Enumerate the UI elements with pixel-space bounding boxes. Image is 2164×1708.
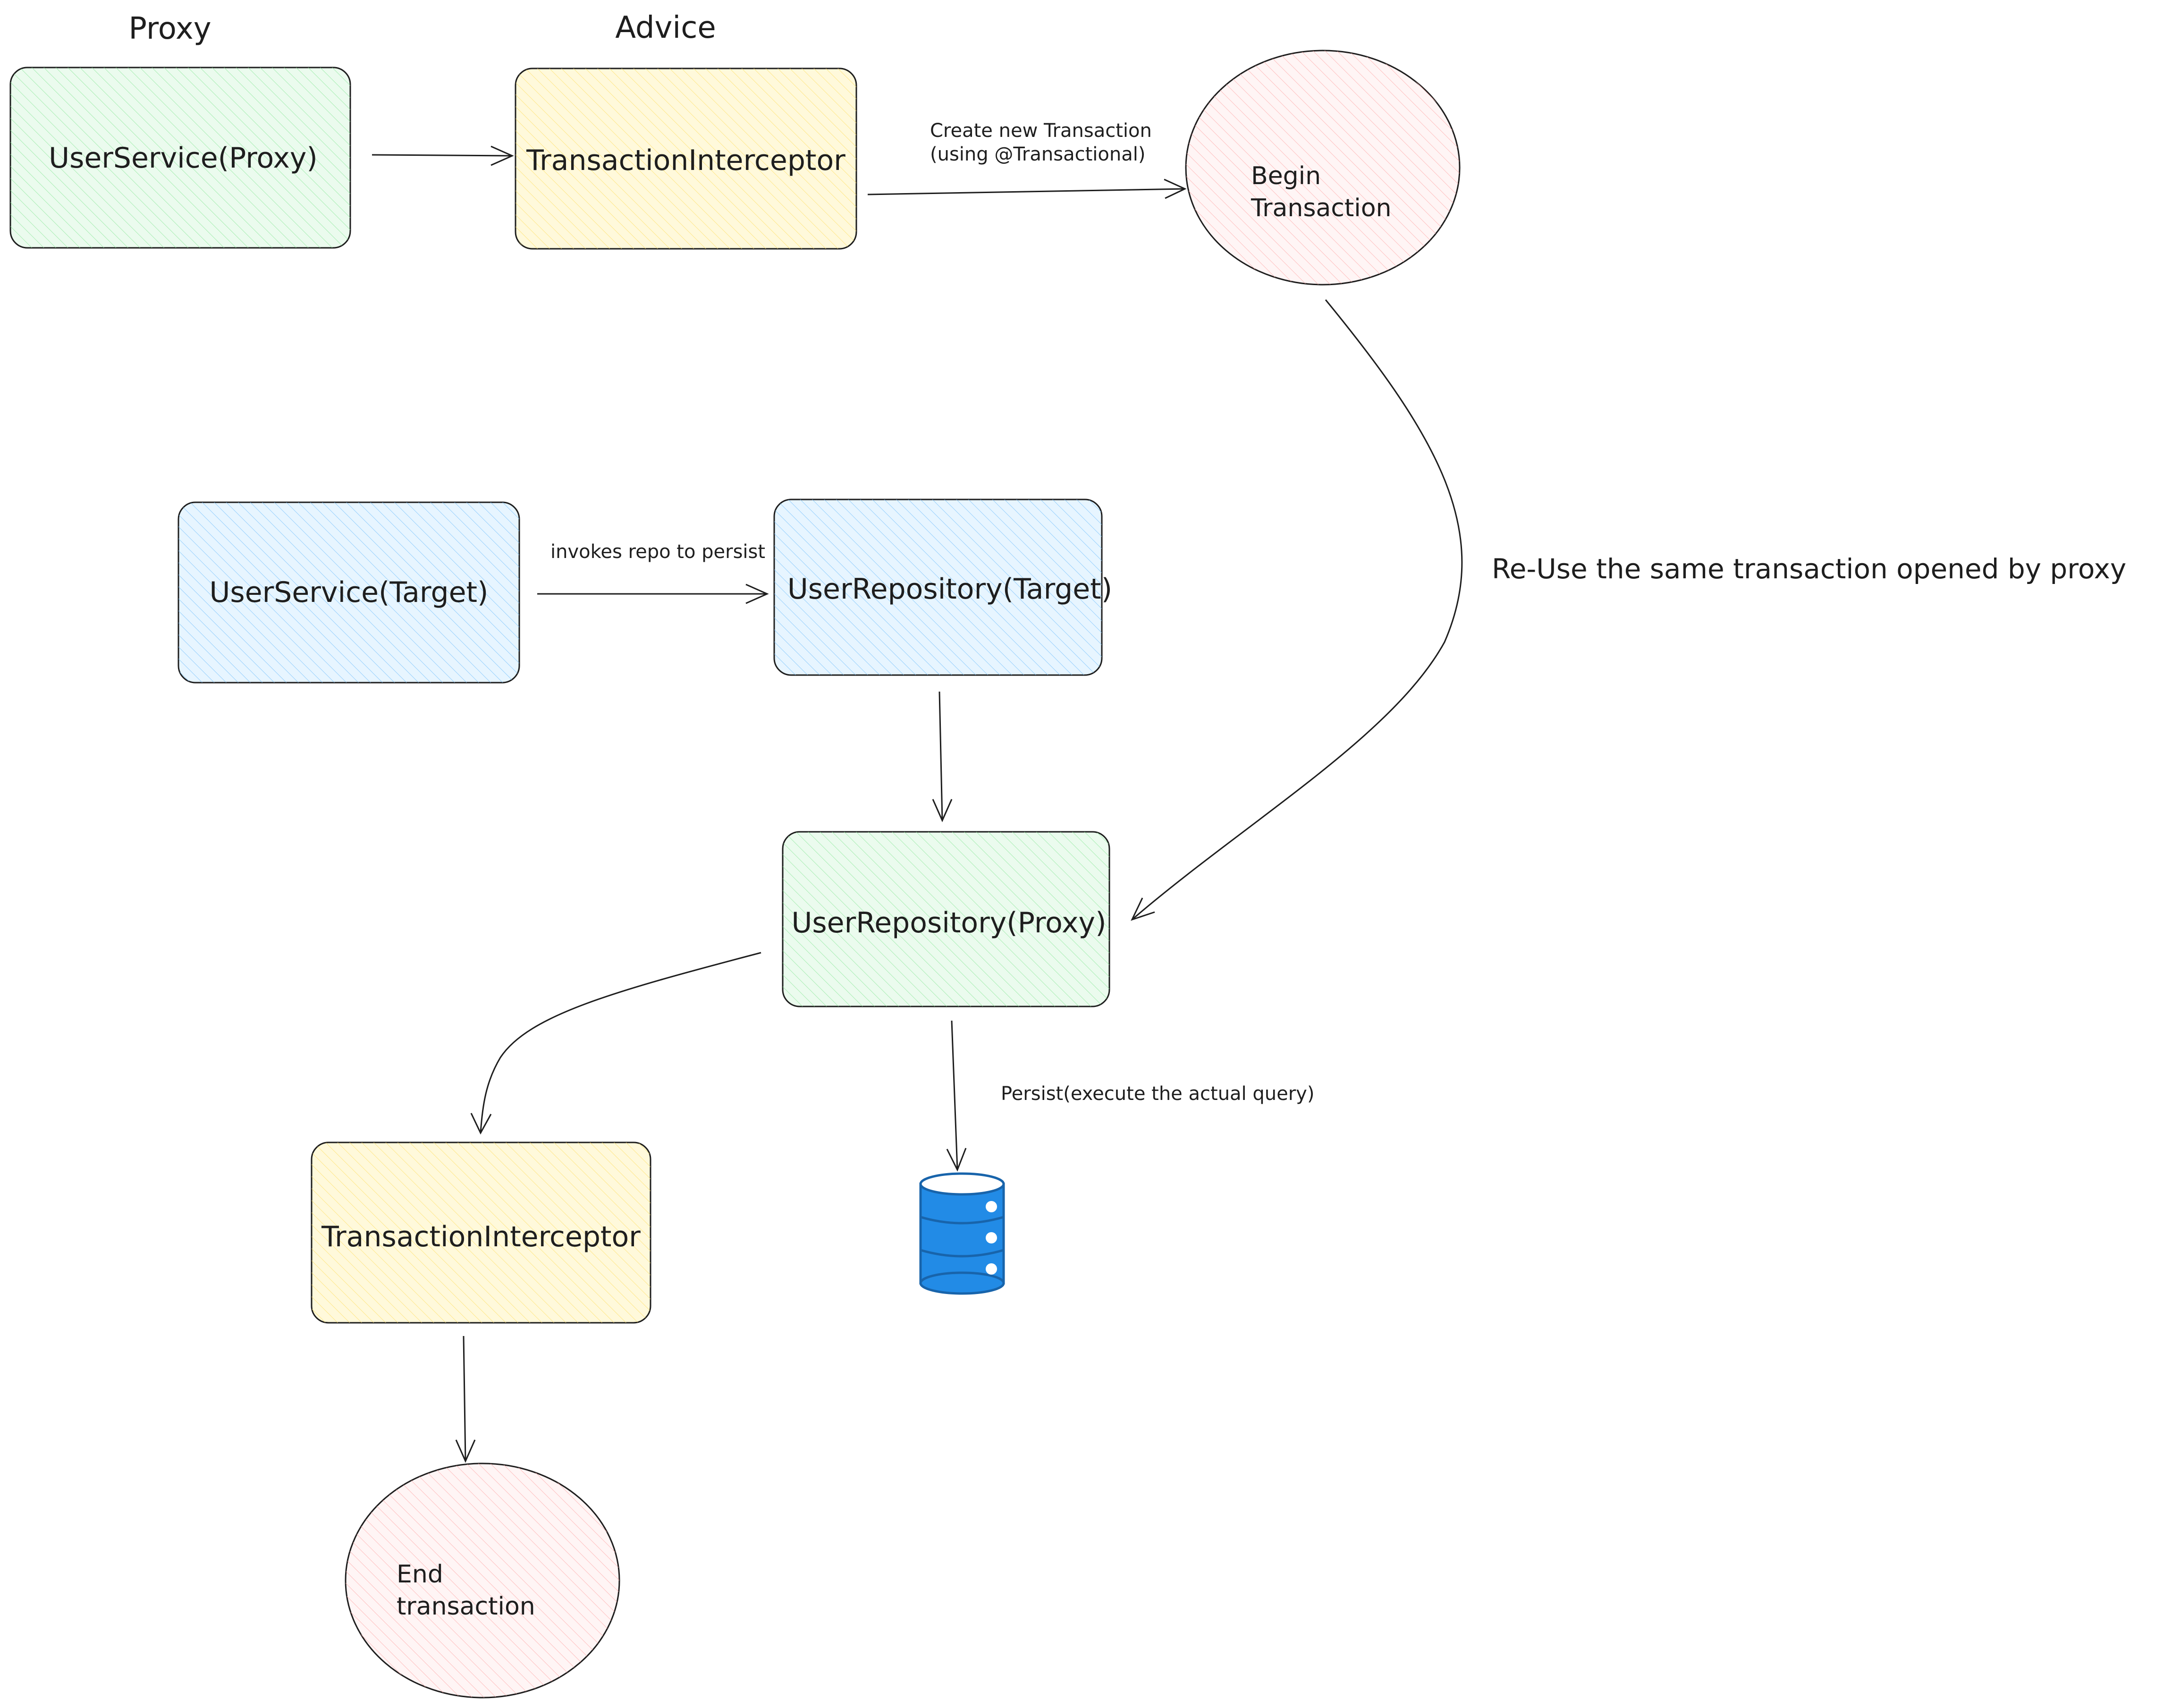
edge-label-create-transaction-line2: (using @Transactional)	[930, 144, 1145, 165]
node-user-repository-proxy[interactable]: UserRepository(Proxy)	[782, 831, 1110, 1007]
node-user-service-proxy[interactable]: UserService(Proxy)	[9, 67, 351, 249]
edge-repository-proxy-to-database	[946, 1020, 967, 1172]
edge-interceptor-to-end	[455, 1336, 476, 1463]
node-transaction-interceptor-top[interactable]: TransactionInterceptor	[515, 68, 857, 250]
node-user-repository-target[interactable]: UserRepository(Target)	[773, 499, 1112, 676]
node-transaction-interceptor-top-label: TransactionInterceptor	[526, 144, 845, 177]
node-begin-transaction[interactable]: Begin Transaction	[1185, 50, 1461, 286]
edge-label-reuse-transaction: Re-Use the same transaction opened by pr…	[1492, 553, 2126, 585]
node-transaction-interceptor-bottom-label: TransactionInterceptor	[321, 1220, 641, 1253]
node-begin-transaction-line2: Transaction	[1251, 194, 1391, 222]
edge-begin-to-repository-proxy	[1131, 299, 1463, 921]
edge-proxy-to-interceptor	[372, 145, 514, 166]
edge-label-invokes-repo: invokes repo to persist	[550, 541, 765, 563]
node-end-transaction-line2: transaction	[397, 1592, 535, 1621]
node-user-service-target-label: UserService(Target)	[210, 576, 489, 609]
node-user-repository-proxy-label: UserRepository(Proxy)	[792, 906, 1107, 939]
heading-advice: Advice	[615, 10, 716, 45]
database-icon	[919, 1172, 1005, 1295]
edge-target-to-repository	[537, 583, 769, 604]
node-user-service-proxy-label: UserService(Proxy)	[49, 142, 318, 175]
node-user-repository-target-label: UserRepository(Target)	[787, 573, 1112, 606]
edge-label-persist: Persist(execute the actual query)	[1001, 1083, 1314, 1105]
heading-proxy: Proxy	[128, 11, 211, 46]
node-transaction-interceptor-bottom[interactable]: TransactionInterceptor	[311, 1141, 651, 1324]
edge-label-create-transaction-line1: Create new Transaction	[930, 120, 1152, 142]
edge-repository-proxy-to-interceptor	[470, 952, 761, 1135]
node-end-transaction-line1: End	[397, 1560, 443, 1589]
node-begin-transaction-line1: Begin	[1251, 162, 1321, 190]
node-user-service-target[interactable]: UserService(Target)	[178, 501, 520, 684]
node-end-transaction[interactable]: End transaction	[345, 1463, 620, 1699]
edge-interceptor-to-begin	[867, 178, 1187, 199]
edge-repository-target-to-proxy	[932, 691, 953, 822]
